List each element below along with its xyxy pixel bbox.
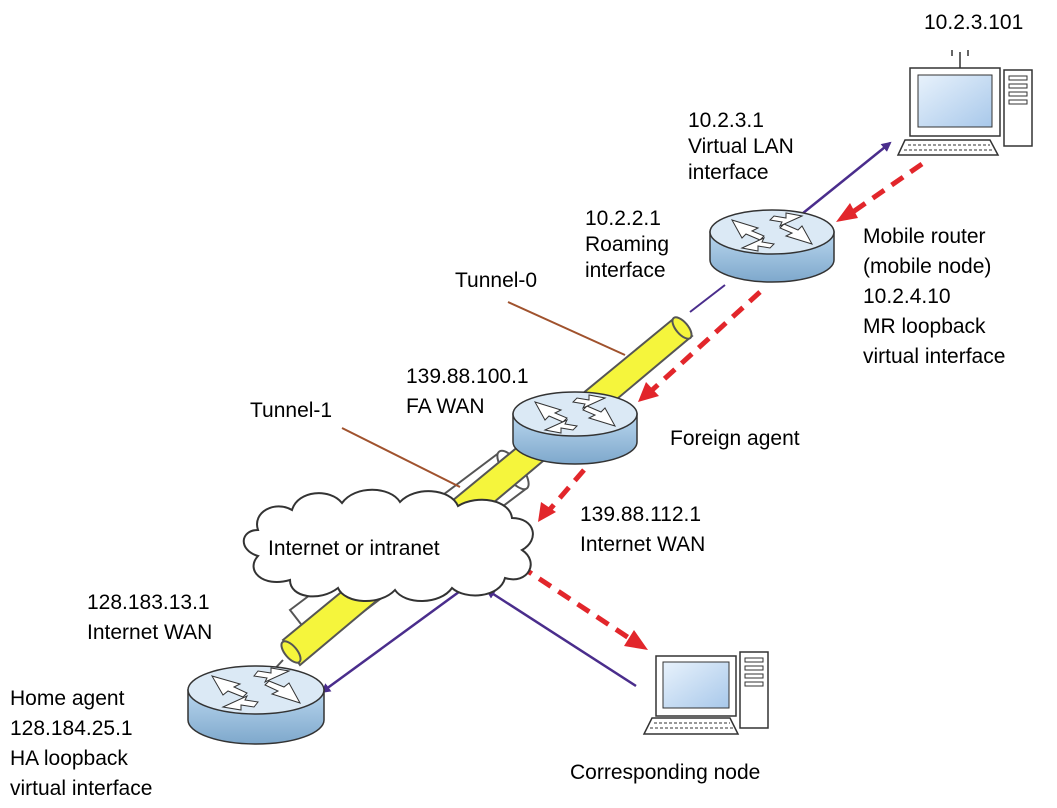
tunnel-1-leader <box>341 427 461 488</box>
mobile-host-ip-label: 10.2.3.101 <box>924 11 1024 34</box>
desktop-computer-icon <box>642 651 769 735</box>
reverse-arrow-heads <box>538 203 858 650</box>
corresponding-node-label: Corresponding node <box>570 761 761 784</box>
router-icon <box>709 209 835 283</box>
foreign-agent-label: Foreign agent <box>670 427 800 450</box>
link-line-mr <box>689 284 726 313</box>
tunnel-1-label: Tunnel-1 <box>250 399 333 422</box>
cloud-label: Internet or intranet <box>268 537 440 560</box>
arrow-tunnel-to-ha <box>320 576 479 694</box>
router-icon <box>512 391 638 465</box>
cloud-icon <box>242 488 534 603</box>
router-icon <box>187 665 325 745</box>
desktop-computer-icon <box>896 50 1033 156</box>
reverse-path-arrows <box>518 161 924 643</box>
tunnel-0-label: Tunnel-0 <box>455 269 538 292</box>
tunnel-0-leader <box>507 301 626 356</box>
arrow-cn-to-cloud <box>485 588 637 688</box>
arrow-mr-to-host <box>786 141 892 227</box>
